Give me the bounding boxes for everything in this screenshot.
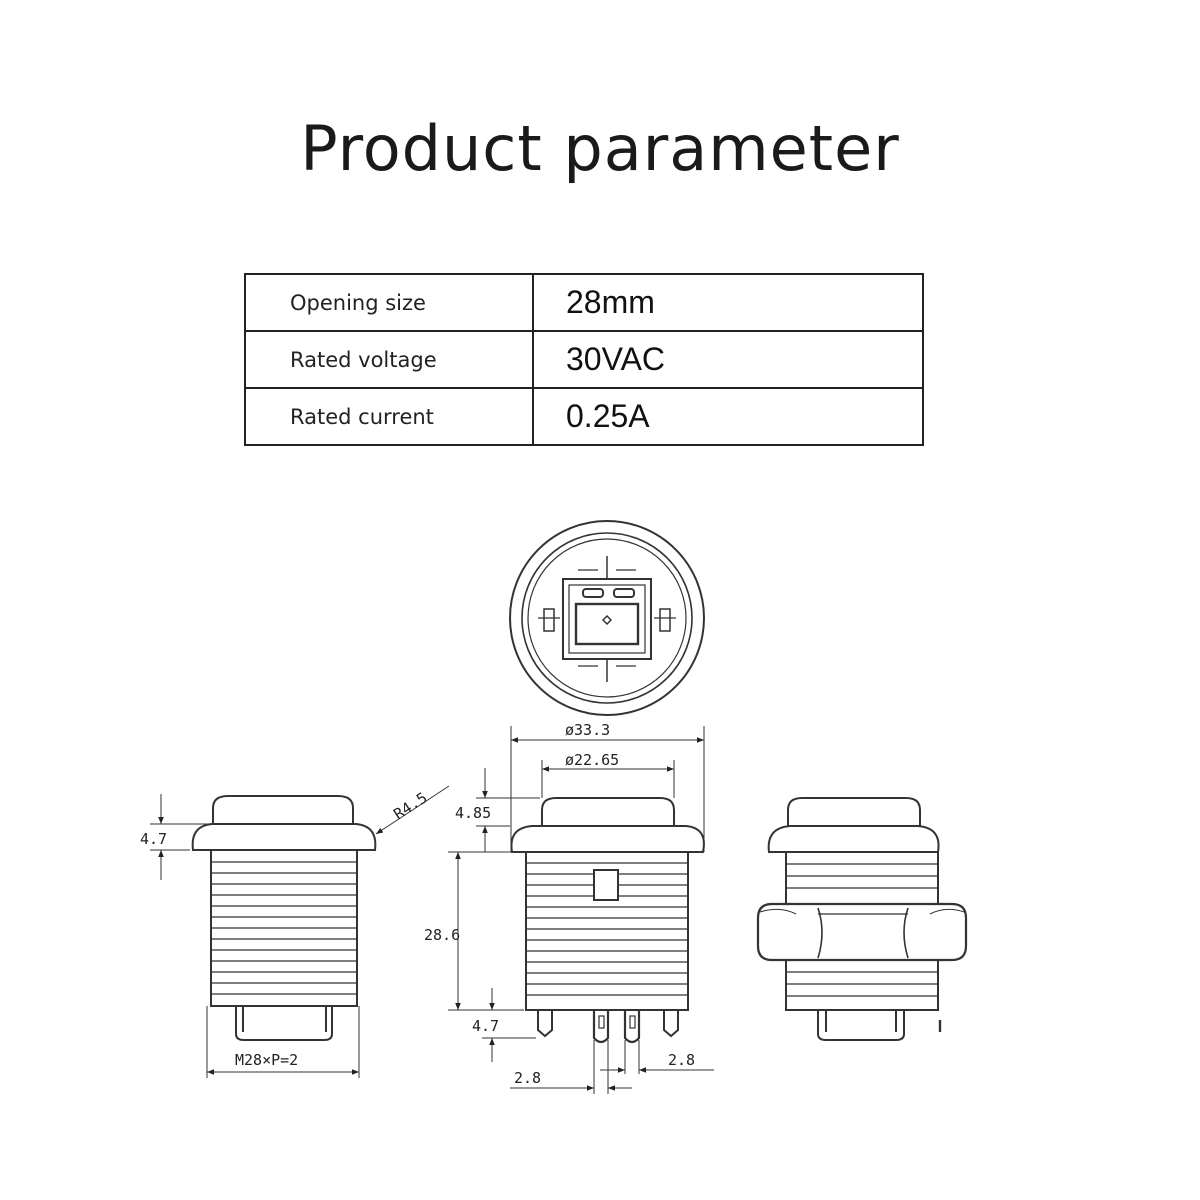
body-length-label: 28.6	[424, 926, 460, 944]
spec-label: Rated current	[244, 387, 534, 446]
front-view	[448, 726, 714, 1094]
page-title: Product parameter	[300, 112, 900, 185]
spec-row-opening-size: Opening size 28mm	[244, 273, 924, 332]
left-side-view	[150, 785, 450, 1078]
terminal-length-label: 4.7	[472, 1017, 499, 1035]
top-view	[509, 520, 705, 716]
spec-row-rated-voltage: Rated voltage 30VAC	[244, 330, 924, 389]
right-side-view	[756, 797, 968, 1041]
thread-label: M28×P=2	[235, 1051, 298, 1069]
inner-diameter-label: ø22.65	[565, 751, 619, 769]
button-height-label: 4.85	[455, 804, 491, 822]
spec-value: 30VAC	[532, 330, 924, 389]
spec-row-rated-current: Rated current 0.25A	[244, 387, 924, 446]
side-cap-height-label: 4.7	[140, 830, 167, 848]
spec-value: 0.25A	[532, 387, 924, 446]
spec-label: Opening size	[244, 273, 534, 332]
spec-label: Rated voltage	[244, 330, 534, 389]
spec-value: 28mm	[532, 273, 924, 332]
outer-diameter-label: ø33.3	[565, 721, 610, 739]
terminal-width-right-label: 2.8	[668, 1051, 695, 1069]
spec-table: Opening size 28mm Rated voltage 30VAC Ra…	[244, 273, 924, 446]
terminal-width-left-label: 2.8	[514, 1069, 541, 1087]
radius-label: R4.5	[390, 789, 430, 824]
